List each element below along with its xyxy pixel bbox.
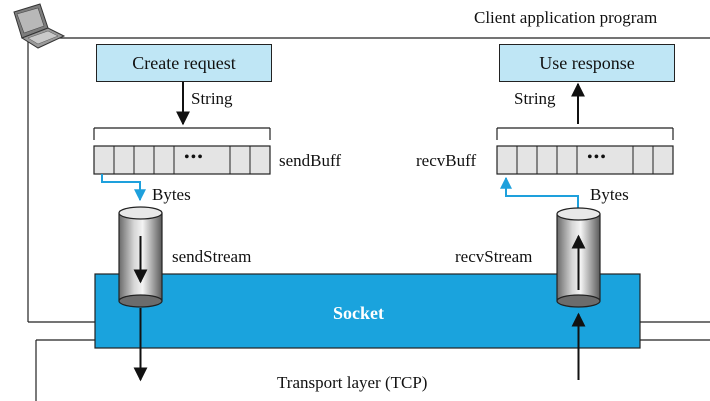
bytes-arrow-left <box>101 174 146 202</box>
transport-label: Transport layer (TCP) <box>277 373 428 392</box>
socket-block <box>94 273 641 349</box>
send-buffer-bracket <box>93 127 271 140</box>
bytes-label-right: Bytes <box>590 185 629 204</box>
send-buffer-dots: ••• <box>184 149 204 166</box>
socket-label: Socket <box>333 303 384 323</box>
recv-buffer-dots: ••• <box>587 149 607 166</box>
send-stream-label: sendStream <box>172 247 252 266</box>
string-label-left: String <box>191 89 233 108</box>
recv-stream-cylinder <box>556 207 601 308</box>
laptop-icon <box>13 3 66 49</box>
use-response-box: Use response <box>499 44 675 82</box>
recv-stream-label: recvStream <box>455 247 533 266</box>
bytes-arrow-right <box>500 176 579 210</box>
send-buffer <box>93 145 271 175</box>
recv-buffer-label: recvBuff <box>416 151 477 170</box>
send-buffer-label: sendBuff <box>279 151 342 170</box>
transport-frame <box>35 339 710 401</box>
recv-buffer <box>496 145 674 175</box>
bytes-label-left: Bytes <box>152 185 191 204</box>
client-frame <box>27 37 710 323</box>
create-request-box: Create request <box>96 44 272 82</box>
send-stream-cylinder <box>118 206 163 308</box>
client-label: Client application program <box>474 8 658 27</box>
string-label-right: String <box>514 89 556 108</box>
recv-buffer-bracket <box>496 127 674 140</box>
